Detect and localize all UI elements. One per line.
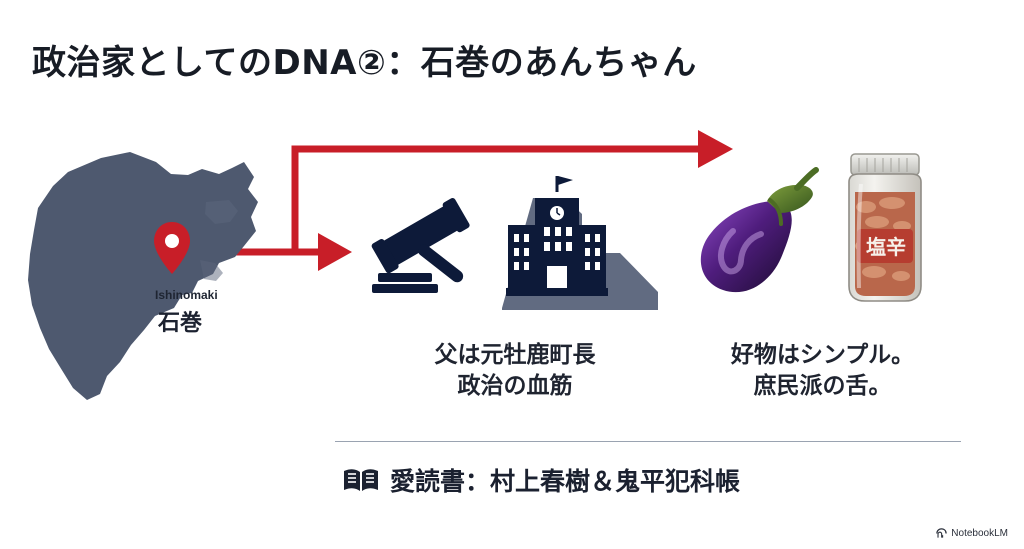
open-book-icon bbox=[344, 469, 378, 491]
preference-caption-line-2: 庶民派の舌。 bbox=[753, 373, 892, 399]
brand-text: NotebookLM bbox=[951, 528, 1008, 539]
eggplant-icon bbox=[700, 167, 819, 293]
salted-squid-jar-icon bbox=[848, 153, 922, 302]
background-caption: 父は元牡鹿町長 政治の血筋 bbox=[405, 340, 625, 402]
background-caption-line-2: 政治の血筋 bbox=[457, 373, 573, 399]
section-divider bbox=[335, 441, 961, 442]
arrow-upper bbox=[291, 130, 733, 250]
slide-title: 政治家としてのDNA②：石巻のあんちゃん bbox=[32, 43, 697, 83]
background-caption-line-1: 父は元牡鹿町長 bbox=[434, 342, 596, 368]
location-name-label: 石巻 bbox=[158, 311, 203, 336]
miyagi-map bbox=[28, 152, 258, 400]
brand-watermark: NotebookLM bbox=[936, 528, 1008, 539]
gavel-icon bbox=[371, 198, 470, 293]
map-pin-icon bbox=[154, 222, 190, 274]
location-romaji-label: Ishinomaki bbox=[155, 288, 218, 302]
notebooklm-icon bbox=[936, 528, 948, 538]
jar-label: 塩辛 bbox=[866, 235, 906, 259]
preference-caption: 好物はシンプル。 庶民派の舌。 bbox=[705, 340, 940, 402]
favorite-books-row: 愛読書：村上春樹＆鬼平犯科帳 bbox=[342, 462, 740, 498]
favorite-books-text: 愛読書：村上春樹＆鬼平犯科帳 bbox=[390, 467, 741, 496]
preference-caption-line-1: 好物はシンプル。 bbox=[730, 342, 915, 368]
town-hall-icon bbox=[502, 176, 658, 310]
